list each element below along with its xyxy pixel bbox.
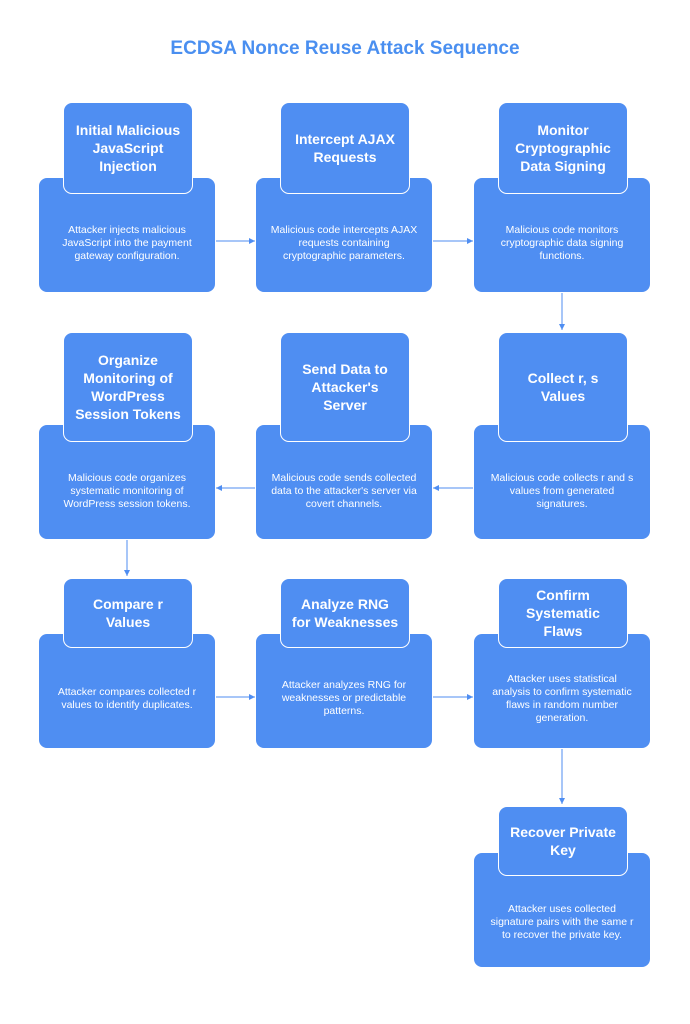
step-6-heading: Organize Monitoring of WordPress Session… bbox=[63, 332, 193, 442]
step-8-heading: Analyze RNG for Weaknesses bbox=[280, 578, 410, 648]
step-6-description-box: Malicious code organizes systematic moni… bbox=[38, 424, 216, 540]
step-8-description: Attacker analyzes RNG for weaknesses or … bbox=[281, 679, 407, 717]
step-3-description: Malicious code monitors cryptographic da… bbox=[500, 224, 624, 262]
step-7-heading: Compare r Values bbox=[63, 578, 193, 648]
step-5-description: Malicious code sends collected data to t… bbox=[271, 471, 417, 510]
step-7-description: Attacker compares collected r values to … bbox=[57, 685, 197, 711]
step-1-description: Attacker injects malicious JavaScript in… bbox=[62, 224, 192, 262]
step-10-description: Attacker uses collected signature pairs … bbox=[490, 902, 634, 941]
step-5-heading: Send Data to Attacker's Server bbox=[280, 332, 410, 442]
step-1-description-box: Attacker injects malicious JavaScript in… bbox=[38, 177, 216, 293]
step-2-description: Malicious code intercepts AJAX requests … bbox=[270, 224, 418, 262]
step-4-heading: Collect r, s Values bbox=[498, 332, 628, 442]
step-3-description-box: Malicious code monitors cryptographic da… bbox=[473, 177, 651, 293]
step-6-description: Malicious code organizes systematic moni… bbox=[63, 471, 191, 510]
step-8-description-box: Attacker analyzes RNG for weaknesses or … bbox=[255, 633, 433, 749]
step-9-heading: Confirm Systematic Flaws bbox=[498, 578, 628, 648]
diagram-title: ECDSA Nonce Reuse Attack Sequence bbox=[170, 38, 520, 59]
step-4-description: Malicious code collects r and s values f… bbox=[490, 471, 634, 510]
step-10-heading: Recover Private Key bbox=[498, 806, 628, 876]
step-9-description-box: Attacker uses statistical analysis to co… bbox=[473, 633, 651, 749]
step-2-description-box: Malicious code intercepts AJAX requests … bbox=[255, 177, 433, 293]
step-9-description: Attacker uses statistical analysis to co… bbox=[492, 672, 632, 724]
step-1-heading: Initial Malicious JavaScript Injection bbox=[63, 102, 193, 194]
step-3-heading: Monitor Cryptographic Data Signing bbox=[498, 102, 628, 194]
step-2-heading: Intercept AJAX Requests bbox=[280, 102, 410, 194]
step-7-description-box: Attacker compares collected r values to … bbox=[38, 633, 216, 749]
step-5-description-box: Malicious code sends collected data to t… bbox=[255, 424, 433, 540]
